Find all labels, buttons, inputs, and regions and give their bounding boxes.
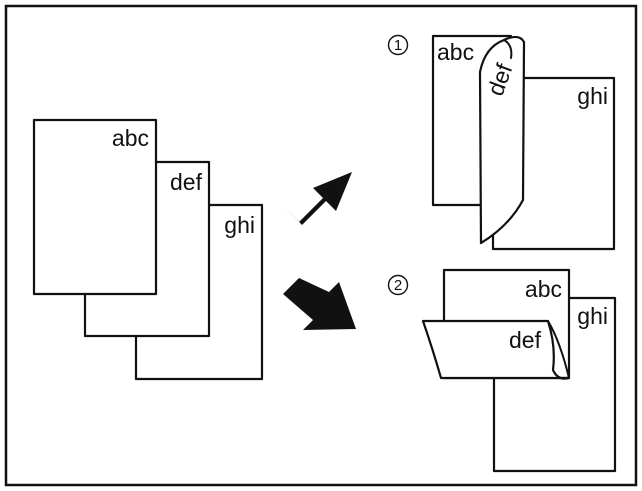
option-2-fold-curl — [547, 320, 570, 379]
option-2-label-def: def — [509, 327, 542, 353]
option-2-label-abc: abc — [525, 276, 562, 302]
option-1-marker — [387, 34, 409, 56]
option-2-number: 2 — [394, 277, 402, 294]
option-2-label-ghi: ghi — [577, 303, 608, 329]
diagram-frame — [4, 4, 638, 487]
option-2: 2 abc def ghi — [387, 268, 617, 473]
sheet-abc-label: abc — [112, 125, 149, 151]
option-1-label-ghi: ghi — [577, 83, 608, 109]
option-1-fold-curl — [503, 39, 513, 59]
option-1-label-abc: abc — [437, 39, 474, 65]
option-1: 1 abc def ghi — [387, 34, 616, 251]
arrow-up-right-icon — [283, 172, 352, 225]
source-stack: abc def ghi — [32, 118, 264, 381]
option-2-marker — [387, 274, 409, 296]
sheet-ghi-label: ghi — [224, 212, 255, 238]
sheet-def-label: def — [170, 169, 203, 195]
option-2-sheet-def — [421, 319, 571, 380]
option-1-number: 1 — [394, 37, 402, 54]
option-1-sheet-def — [478, 35, 526, 245]
sheet-abc — [32, 118, 158, 296]
arrow-down-right-icon — [283, 278, 356, 330]
